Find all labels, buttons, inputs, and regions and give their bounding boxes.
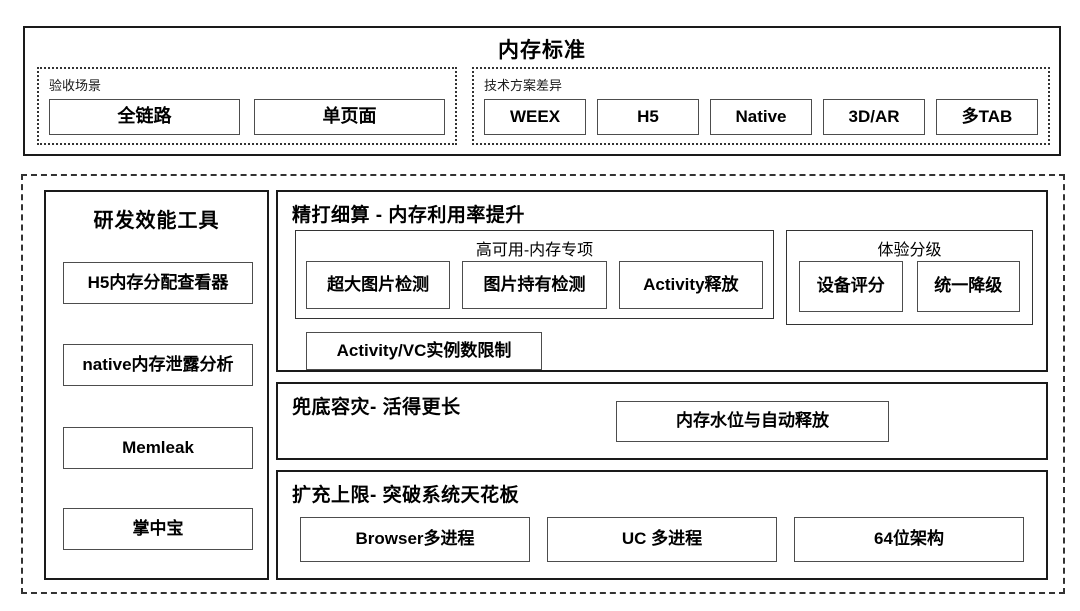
chip-weex[interactable]: WEEX	[484, 99, 586, 135]
chip-full-link[interactable]: 全链路	[49, 99, 240, 135]
subgroup-items-experience-grading: 设备评分 统一降级	[799, 261, 1020, 312]
chip-3d-ar[interactable]: 3D/AR	[823, 99, 925, 135]
tool-native-memory-leak-analysis[interactable]: native内存泄露分析	[63, 344, 253, 386]
chip-native[interactable]: Native	[710, 99, 812, 135]
tool-memleak[interactable]: Memleak	[63, 427, 253, 469]
implementation-section: 研发效能工具 H5内存分配查看器 native内存泄露分析 Memleak 掌中…	[21, 174, 1065, 594]
panel-title-rd-efficiency-tools: 研发效能工具	[93, 210, 220, 232]
chip-image-retention-detection[interactable]: 图片持有检测	[462, 261, 607, 309]
subgroup-experience-grading: 体验分级 设备评分 统一降级	[786, 230, 1033, 325]
panel-expand-upper-limit: 扩充上限- 突破系统天花板 Browser多进程 UC 多进程 64位架构	[276, 470, 1048, 580]
chip-64bit-architecture[interactable]: 64位架构	[794, 517, 1024, 562]
tool-h5-memory-allocation-viewer[interactable]: H5内存分配查看器	[63, 262, 253, 304]
panel-memory-utilization-improvement: 精打细算 - 内存利用率提升 高可用-内存专项 超大图片检测 图片持有检测 Ac…	[276, 190, 1048, 372]
chip-memory-watermark-auto-release[interactable]: 内存水位与自动释放	[616, 401, 889, 442]
group-technical-solution-differences: 技术方案差异 WEEX H5 Native 3D/AR 多TAB	[472, 67, 1050, 145]
chip-oversized-image-detection[interactable]: 超大图片检测	[306, 261, 451, 309]
chip-multi-tab[interactable]: 多TAB	[936, 99, 1038, 135]
group-label-acceptance-scenarios: 验收场景	[49, 78, 102, 93]
subgroup-items-high-availability-memory: 超大图片检测 图片持有检测 Activity释放	[306, 261, 763, 309]
chip-uc-multiprocess[interactable]: UC 多进程	[547, 517, 777, 562]
group-label-technical-solution-differences: 技术方案差异	[484, 78, 563, 93]
chip-h5[interactable]: H5	[597, 99, 699, 135]
panel-disaster-recovery: 兜底容灾- 活得更长 内存水位与自动释放	[276, 382, 1048, 460]
chip-single-page[interactable]: 单页面	[254, 99, 445, 135]
subgroup-high-availability-memory: 高可用-内存专项 超大图片检测 图片持有检测 Activity释放	[295, 230, 774, 319]
group-acceptance-scenarios: 验收场景 全链路 单页面	[37, 67, 457, 145]
chip-browser-multiprocess[interactable]: Browser多进程	[300, 517, 530, 562]
panel-rd-efficiency-tools: 研发效能工具 H5内存分配查看器 native内存泄露分析 Memleak 掌中…	[44, 190, 269, 580]
memory-standard-section: 内存标准 验收场景 全链路 单页面 技术方案差异 WEEX H5 Native …	[23, 26, 1061, 156]
section-title-memory-standard: 内存标准	[498, 39, 586, 62]
panel-title-memory-utilization-improvement: 精打细算 - 内存利用率提升	[292, 205, 525, 226]
panel-title-disaster-recovery: 兜底容灾- 活得更长	[292, 397, 461, 418]
panel-title-expand-upper-limit: 扩充上限- 突破系统天花板	[292, 485, 520, 506]
panel-items-expand-upper-limit: Browser多进程 UC 多进程 64位架构	[300, 517, 1024, 562]
group-items-acceptance-scenarios: 全链路 单页面	[49, 99, 445, 135]
subgroup-title-experience-grading: 体验分级	[877, 242, 942, 259]
group-items-technical-solution-differences: WEEX H5 Native 3D/AR 多TAB	[484, 99, 1038, 135]
subgroup-title-high-availability-memory: 高可用-内存专项	[475, 242, 594, 259]
chip-activity-release[interactable]: Activity释放	[618, 261, 763, 309]
chip-unified-downgrade[interactable]: 统一降级	[916, 261, 1020, 312]
chip-device-scoring[interactable]: 设备评分	[799, 261, 903, 312]
chip-activity-vc-instance-limit[interactable]: Activity/VC实例数限制	[306, 332, 542, 370]
tool-zhangzhongbao[interactable]: 掌中宝	[63, 508, 253, 550]
